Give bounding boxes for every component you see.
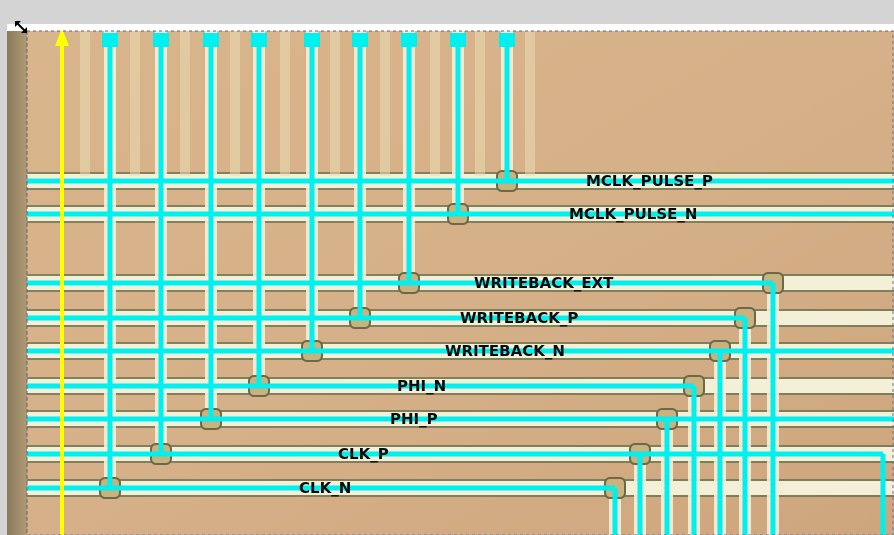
cyan-pad (352, 33, 368, 47)
cyan-drop-line (664, 419, 670, 535)
cyan-drop-line (880, 454, 886, 535)
cyan-pad (499, 33, 515, 47)
cyan-tap-line (107, 40, 113, 488)
arrow-up-icon (55, 28, 69, 46)
metal-column (430, 31, 440, 176)
metal-column (130, 31, 140, 176)
net-label: PHI_P (390, 410, 438, 428)
cyan-pad (203, 33, 219, 47)
cyan-net-line (27, 383, 694, 389)
metal-column (230, 31, 240, 176)
cyan-tap-line (357, 40, 363, 318)
yellow-reference-line (55, 28, 69, 535)
cyan-drop-line (612, 488, 618, 535)
metal-column (80, 31, 90, 176)
net-label: MCLK_PULSE_P (586, 172, 713, 190)
metal-column (180, 31, 190, 176)
cyan-tap-line (455, 40, 461, 214)
cyan-tap-line (158, 40, 164, 454)
net-label: PHI_N (397, 377, 446, 395)
net-labels: MCLK_PULSE_P MCLK_PULSE_N WRITEBACK_EXT WRI… (299, 172, 713, 497)
cyan-tap-line (406, 40, 412, 283)
cyan-drop-line (770, 283, 776, 535)
cyan-drop-line (742, 318, 748, 535)
metal-column (380, 31, 390, 176)
diagonal-double-arrow-icon[interactable] (15, 21, 27, 33)
cyan-net-line (27, 348, 894, 354)
cyan-pad (304, 33, 320, 47)
cyan-pad (401, 33, 417, 47)
cyan-tap-line (256, 40, 262, 386)
net-highlights (27, 33, 894, 535)
net-label: CLK_N (299, 479, 351, 497)
metal-column (330, 31, 340, 176)
toolbar-area (0, 0, 894, 24)
cyan-pad (251, 33, 267, 47)
cyan-pad (153, 33, 169, 47)
cyan-drop-line (637, 454, 643, 535)
cyan-net-line (27, 451, 883, 457)
metal-column (525, 31, 535, 176)
net-label: WRITEBACK_EXT (474, 274, 614, 292)
cyan-net-line (27, 315, 745, 321)
net-label: CLK_P (338, 445, 389, 463)
cyan-net-line (27, 485, 615, 491)
cyan-drop-line (691, 386, 697, 535)
cyan-net-line (27, 211, 894, 217)
cyan-tap-line (309, 40, 315, 351)
cyan-pad (102, 33, 118, 47)
metal-column (280, 31, 290, 176)
cyan-tap-line (208, 40, 214, 419)
canvas-top-margin (7, 24, 893, 31)
cyan-drop-line (717, 351, 723, 535)
net-label: WRITEBACK_P (460, 309, 578, 327)
net-label: MCLK_PULSE_N (569, 205, 697, 223)
cyan-pad (450, 33, 466, 47)
cyan-net-line (27, 416, 894, 422)
cyan-net-line (27, 280, 773, 286)
net-label: WRITEBACK_N (445, 342, 565, 360)
die-edge-strip (7, 31, 27, 535)
cyan-tap-line (504, 40, 510, 181)
metal-column (475, 31, 485, 176)
vertical-traces (80, 31, 779, 535)
